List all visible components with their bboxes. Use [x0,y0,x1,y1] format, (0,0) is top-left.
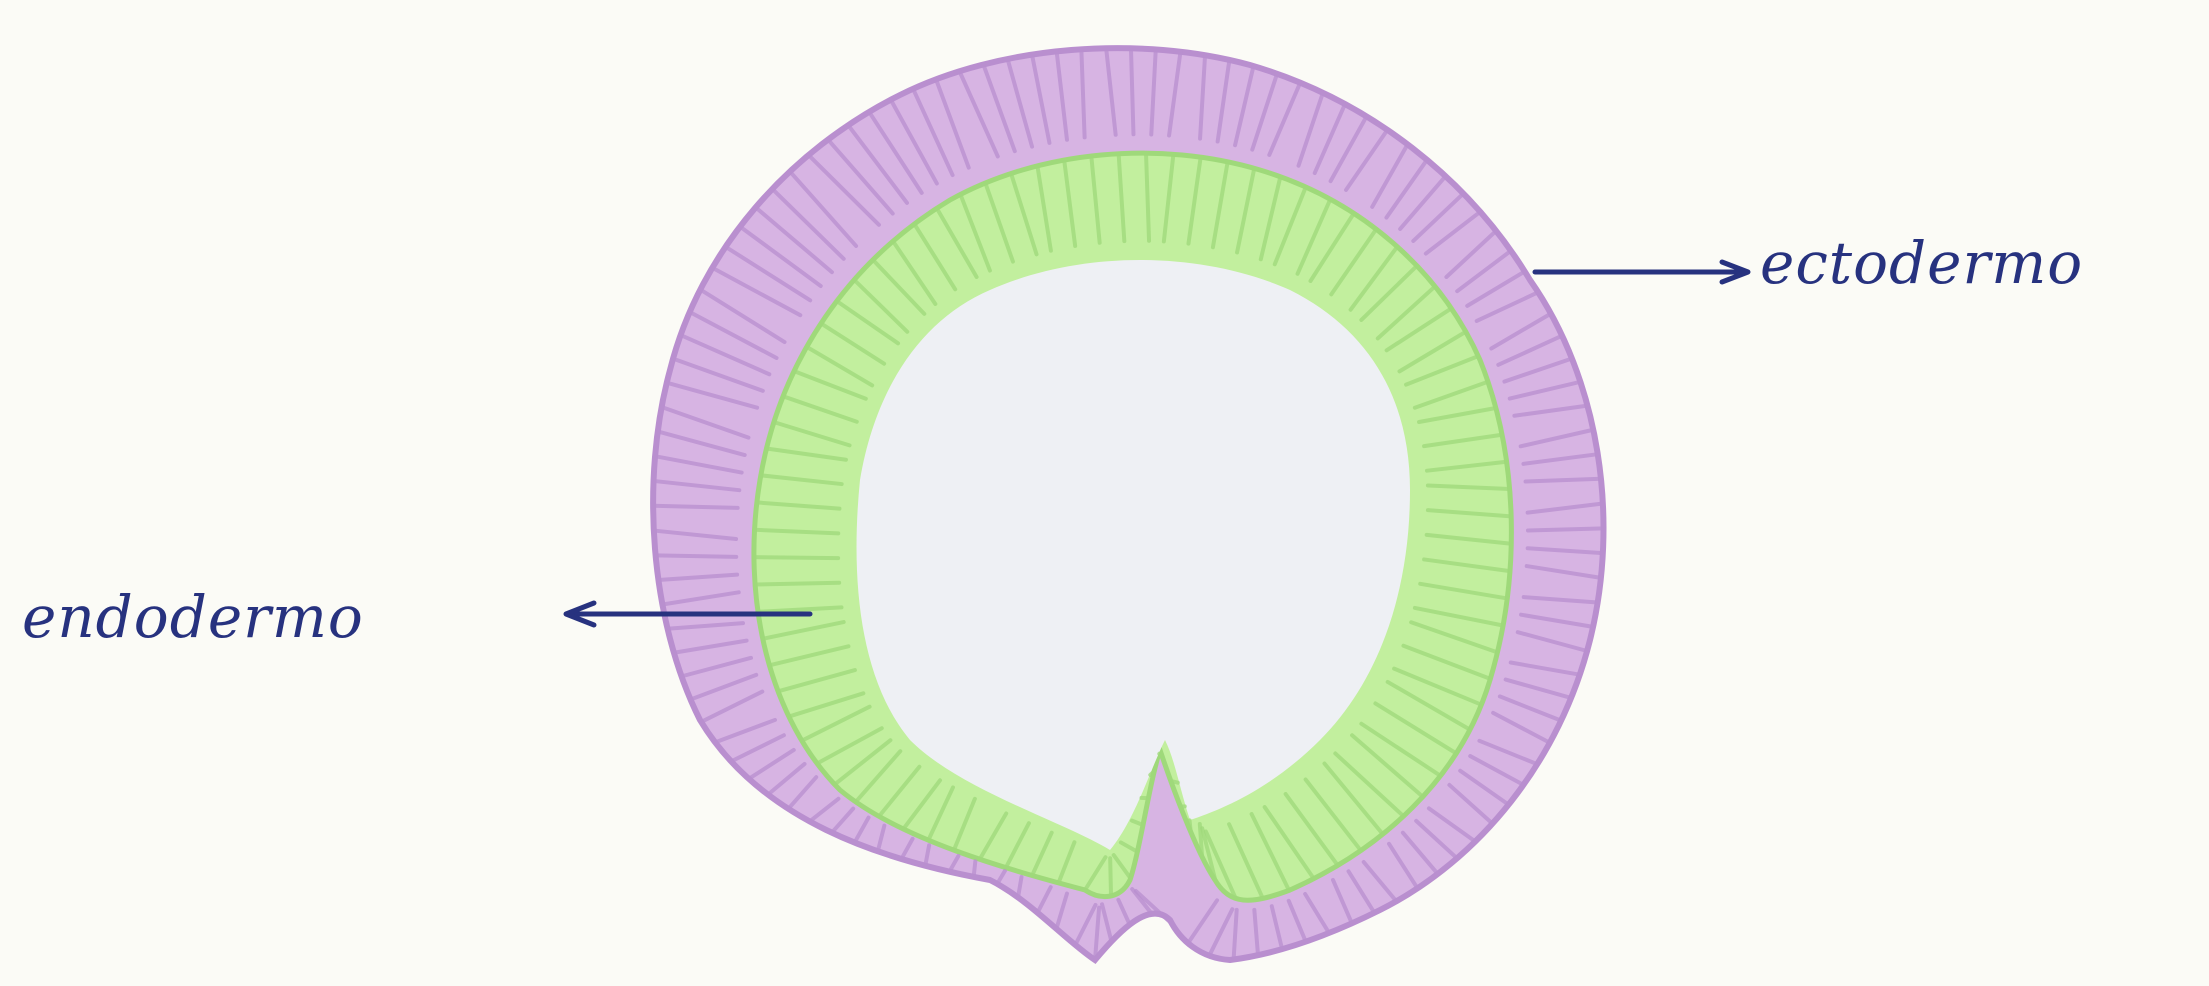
cell-boundary [974,861,976,877]
cell-boundary [1200,824,1202,857]
cell-boundary [1528,528,1604,530]
cell-boundary [653,506,738,508]
cell-boundary [656,555,737,556]
cell-boundary [1150,771,1154,775]
endoderm-label: endodermo [22,588,364,646]
cell-boundary [1159,754,1161,755]
cell-boundary [1190,820,1191,832]
cell-boundary [1110,858,1111,896]
ectoderm-label: ectodermo [1760,234,2083,292]
cell-boundary [754,557,838,558]
cell-boundary [1526,479,1601,482]
cell-boundary [755,583,839,585]
cell-boundary [1131,48,1133,134]
cell-boundary [1171,781,1178,783]
